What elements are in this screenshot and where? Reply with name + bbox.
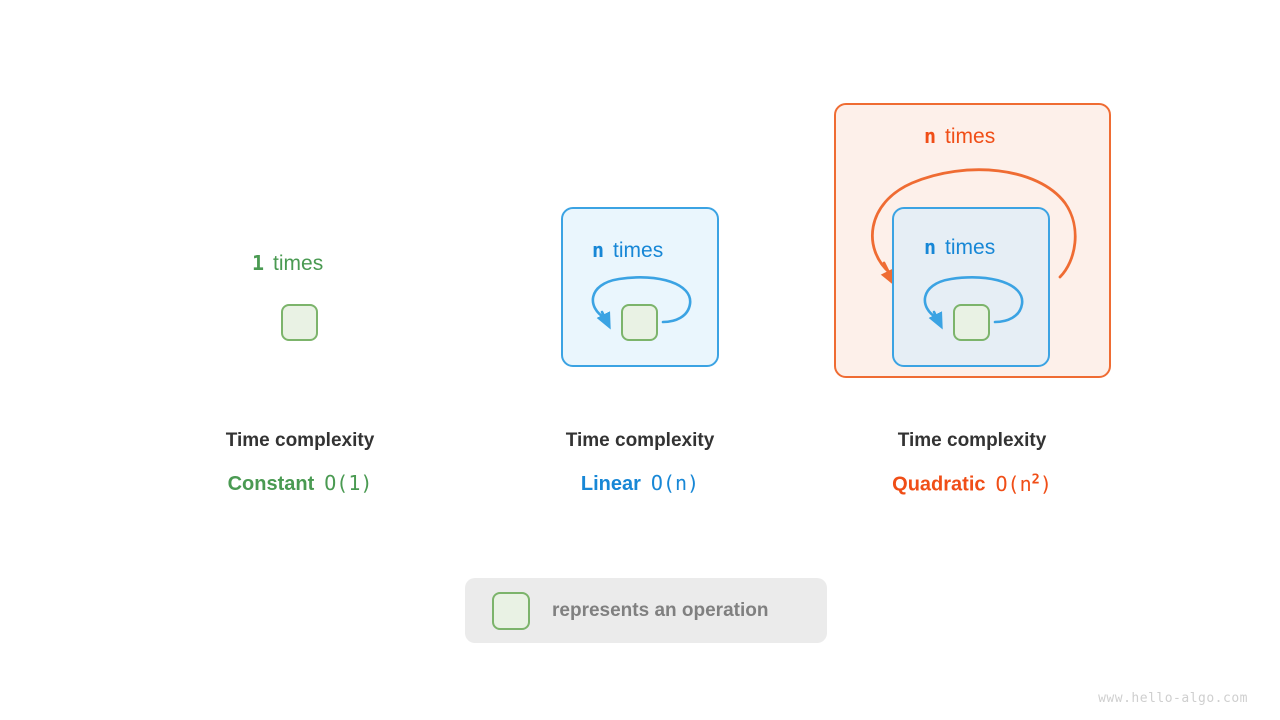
- quadratic-outer-loop-unit: times: [945, 125, 996, 148]
- watermark: www.hello-algo.com: [1098, 691, 1248, 706]
- quadratic-outer-loop-label: n times: [924, 126, 995, 147]
- quadratic-inner-loop-arrow-icon: [923, 276, 1024, 330]
- operation-box: [621, 304, 658, 341]
- legend-panel: represents an operation: [465, 578, 827, 643]
- caption-title: Time complexity: [225, 430, 375, 451]
- linear-loop-label: n times: [592, 240, 663, 261]
- big-o-base: O(n: [995, 471, 1032, 496]
- complexity-name: Linear: [580, 473, 641, 495]
- quadratic-caption: Time complexity Quadratic O(n2): [822, 431, 1122, 495]
- caption-value: Constant O(1): [150, 473, 450, 494]
- quadratic-inner-loop-label: n times: [924, 237, 995, 258]
- constant-caption: Time complexity Constant O(1): [150, 431, 450, 494]
- caption-title: Time complexity: [897, 430, 1047, 451]
- big-o-notation: O(1): [324, 471, 373, 495]
- big-o-exponent: 2: [1031, 471, 1040, 487]
- operation-box: [953, 304, 990, 341]
- linear-loop-unit: times: [613, 239, 664, 262]
- caption-title: Time complexity: [565, 430, 715, 451]
- quadratic-outer-loop-arrow-icon: [870, 168, 1077, 288]
- complexity-name: Constant: [227, 473, 315, 495]
- linear-loop-count: n: [592, 238, 605, 262]
- big-o-notation: O(n): [650, 471, 700, 495]
- big-o-close: ): [1039, 471, 1052, 496]
- linear-caption: Time complexity Linear O(n): [490, 431, 790, 494]
- quadratic-outer-loop-count: n: [924, 124, 937, 148]
- legend-label: represents an operation: [552, 599, 769, 621]
- constant-loop-count: 1: [252, 251, 265, 275]
- linear-loop-arrow-icon: [591, 276, 692, 330]
- big-o-notation: O(n2): [996, 472, 1052, 496]
- caption-value: Quadratic O(n2): [822, 472, 1122, 496]
- quadratic-inner-loop-count: n: [924, 235, 937, 259]
- complexity-name: Quadratic: [892, 473, 986, 496]
- operation-swatch-icon: [492, 591, 530, 630]
- constant-loop-unit: times: [273, 252, 324, 275]
- operation-box: [281, 304, 318, 341]
- constant-loop-label: 1 times: [252, 253, 323, 274]
- quadratic-inner-loop-unit: times: [945, 236, 996, 259]
- caption-value: Linear O(n): [490, 473, 790, 494]
